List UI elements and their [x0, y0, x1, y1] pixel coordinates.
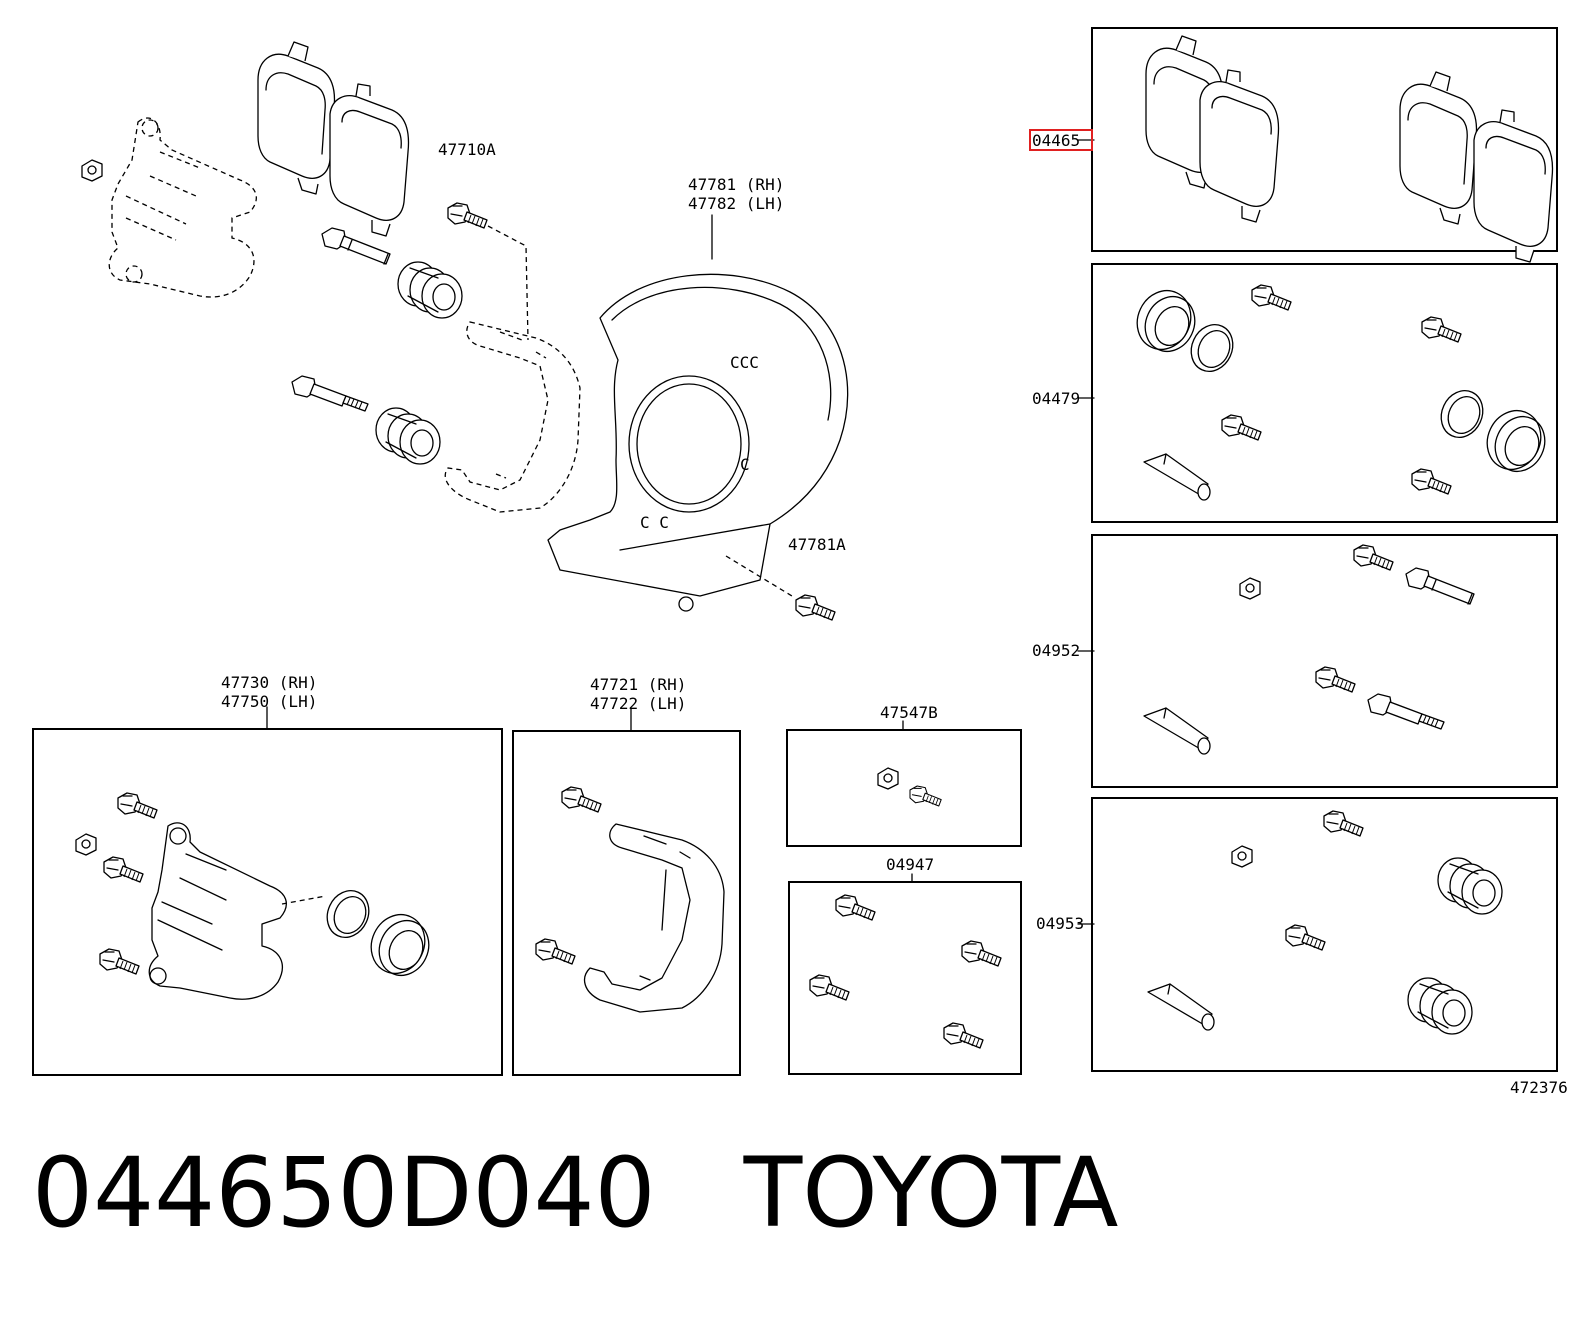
slide-pin-lower: [291, 375, 369, 412]
cylinder-kit-a-label[interactable]: 04952: [1032, 641, 1080, 660]
caliper-mounting: [583, 823, 725, 1013]
bleeder-box: [786, 729, 1022, 847]
svg-text:CCC: CCC: [730, 353, 759, 372]
caliper-rh-label[interactable]: 47730 (RH): [221, 673, 317, 692]
cylinder-kit-b-box: [1091, 797, 1558, 1072]
figure-number: 472376: [1510, 1078, 1568, 1097]
kit-a-grease: [1143, 707, 1211, 755]
mount-lh-label[interactable]: 47722 (LH): [590, 694, 686, 713]
seal-kit-bolt-1: [1251, 284, 1292, 311]
seal-kit-grease: [1143, 453, 1211, 501]
mounting-phantom: [444, 321, 581, 513]
part-number: 044650D040: [32, 1137, 656, 1249]
seal-kit-bolt-4: [1411, 468, 1452, 495]
kit-b-bolt-2: [1285, 924, 1326, 951]
kit-a-bolt-2: [1315, 666, 1356, 693]
top-bolt-label[interactable]: 47710A: [438, 140, 496, 159]
kit-bolt-3: [809, 974, 850, 1001]
seal-kit-o-ring-2: [1433, 383, 1491, 445]
bleeder-label[interactable]: 47547B: [880, 703, 938, 722]
caliper-bolt-2: [103, 856, 144, 883]
kit-bolt-2: [961, 940, 1002, 967]
seal-kit-label[interactable]: 04479: [1032, 389, 1080, 408]
bleeder-valve: [877, 767, 899, 790]
bolt-dash-line: [487, 225, 529, 341]
seal-kit-bolt-2: [1421, 316, 1462, 343]
kit-bolt-4: [943, 1022, 984, 1049]
caliper-bolt-1: [117, 792, 158, 819]
caliper-bolt-3: [99, 948, 140, 975]
seal-kit-box: [1091, 263, 1558, 523]
caliper-body-phantom: [108, 117, 257, 298]
kit-a-pin-1: [1405, 567, 1475, 605]
caliper-body: [148, 822, 287, 1000]
shield-lh-label[interactable]: 47782 (LH): [688, 194, 784, 213]
kit-b-bolt-1: [1323, 810, 1364, 837]
shield-dash-line: [725, 555, 793, 597]
pad-kit-highlight: [1029, 129, 1093, 151]
caliper-lh-label[interactable]: 47750 (LH): [221, 692, 317, 711]
boot-upper: [397, 261, 463, 319]
caliper-bleeder: [75, 833, 97, 856]
kit-b-boot-2: [1407, 977, 1473, 1035]
bolt-47781a: [795, 594, 836, 621]
caliper-piston-seal: [361, 905, 439, 985]
pad-kit-pads: [1145, 35, 1554, 263]
kit-b-boot-1: [1437, 857, 1503, 915]
kit-bolt-1: [835, 894, 876, 921]
kit-b-bleeder: [1231, 845, 1253, 868]
pads-top: [257, 41, 410, 237]
mount-rh-label[interactable]: 47721 (RH): [590, 675, 686, 694]
dust-shield: CCC C C C: [547, 273, 849, 612]
kit-a-bleeder: [1239, 577, 1261, 600]
svg-text:C C: C C: [640, 513, 669, 532]
kit-b-grease: [1147, 983, 1215, 1031]
mounting-box: [512, 730, 741, 1076]
bolt-kit-label[interactable]: 04947: [886, 855, 934, 874]
pad-kit-label[interactable]: 04465: [1032, 131, 1080, 150]
kit-a-pin-2: [1367, 693, 1445, 730]
bolt-kit-box: [788, 881, 1022, 1075]
seal-kit-seal-2: [1477, 401, 1555, 481]
bolt-47710a: [447, 202, 488, 229]
cylinder-kit-b-label[interactable]: 04953: [1036, 914, 1084, 933]
seal-kit-o-ring-1: [1183, 317, 1241, 379]
boot-lower: [375, 407, 441, 465]
shield-rh-label[interactable]: 47781 (RH): [688, 175, 784, 194]
mount-bolt-2: [535, 938, 576, 965]
part-caption: 044650D040 TOYOTA: [32, 1138, 1118, 1248]
kit-a-bolt-1: [1353, 544, 1394, 571]
bleeder-cap: [909, 785, 942, 807]
svg-text:C: C: [740, 455, 750, 474]
caliper-dash-line: [281, 895, 327, 905]
shield-bolt-label[interactable]: 47781A: [788, 535, 846, 554]
mount-bolt-1: [561, 786, 602, 813]
seal-kit-bolt-3: [1221, 414, 1262, 441]
brand-name: TOYOTA: [743, 1137, 1119, 1249]
caliper-o-ring: [319, 883, 377, 945]
cylinder-kit-a-box: [1091, 534, 1558, 788]
bleeder-valve-top: [81, 159, 103, 182]
